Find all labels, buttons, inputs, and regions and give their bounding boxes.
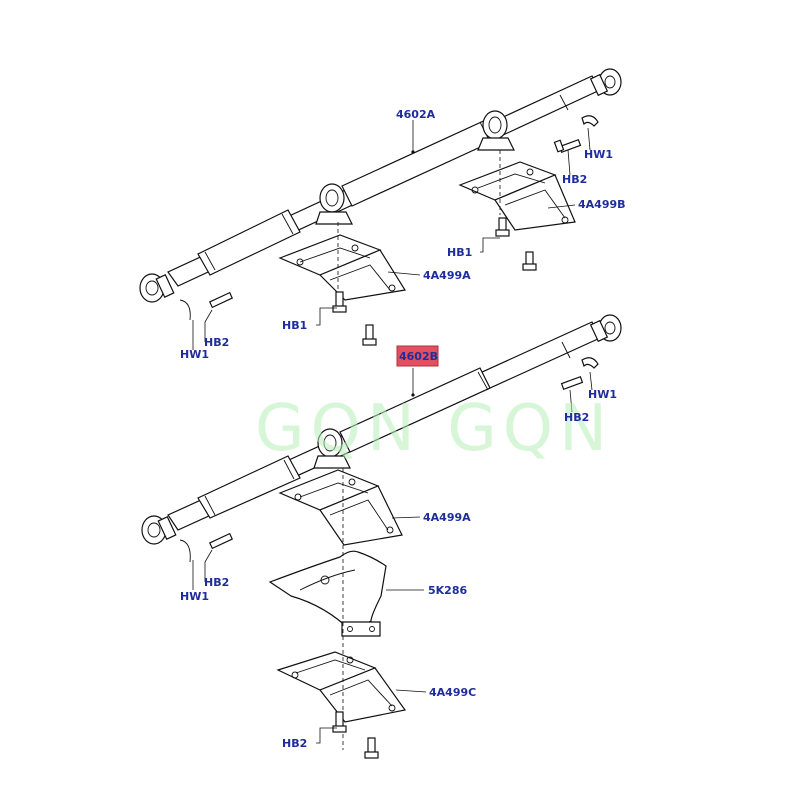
bottom-shield-5k286 <box>268 550 387 637</box>
bottom-driveshaft <box>141 314 622 545</box>
highlight-box <box>396 345 439 367</box>
label-top-hb2-left[interactable]: HB2 <box>204 336 229 349</box>
label-bottom-shaft[interactable]: 4602B <box>399 350 438 363</box>
label-bottom-hw1-right[interactable]: HW1 <box>588 388 617 401</box>
label-bottom-hw1-left[interactable]: HW1 <box>180 590 209 603</box>
bottom-hardware <box>179 357 599 759</box>
top-bracket-4a499b <box>458 150 576 231</box>
label-bottom-hb2-lower[interactable]: HB2 <box>282 737 307 750</box>
top-hardware <box>179 115 599 346</box>
label-top-hb1-left[interactable]: HB1 <box>282 319 307 332</box>
label-top-hb1-right[interactable]: HB1 <box>447 246 472 259</box>
label-bottom-hb2-left[interactable]: HB2 <box>204 576 229 589</box>
label-top-hw1-left[interactable]: HW1 <box>180 348 209 361</box>
bottom-bracket-4a499a <box>278 469 403 546</box>
label-bottom-shield[interactable]: 5K286 <box>428 584 467 597</box>
bottom-bracket-4a499c <box>276 468 407 750</box>
leader-lines <box>192 120 593 744</box>
top-driveshaft <box>139 68 622 303</box>
label-bottom-bracket-upper[interactable]: 4A499A <box>423 511 471 524</box>
label-top-bracket-left[interactable]: 4A499A <box>423 269 471 282</box>
label-top-bracket-right[interactable]: 4A499B <box>578 198 626 211</box>
part-labels: 4602A HW1 HB2 4A499B HB1 4A499A HB1 HB2 … <box>180 108 626 750</box>
label-top-hw1-right[interactable]: HW1 <box>584 148 613 161</box>
label-top-shaft[interactable]: 4602A <box>396 108 436 121</box>
label-bottom-bracket-lower[interactable]: 4A499C <box>429 686 476 699</box>
watermark-text: GQN GQN <box>255 392 613 466</box>
label-bottom-hb2-right[interactable]: HB2 <box>564 411 589 424</box>
top-bracket-4a499a <box>278 222 406 301</box>
label-top-hb2-right[interactable]: HB2 <box>562 173 587 186</box>
